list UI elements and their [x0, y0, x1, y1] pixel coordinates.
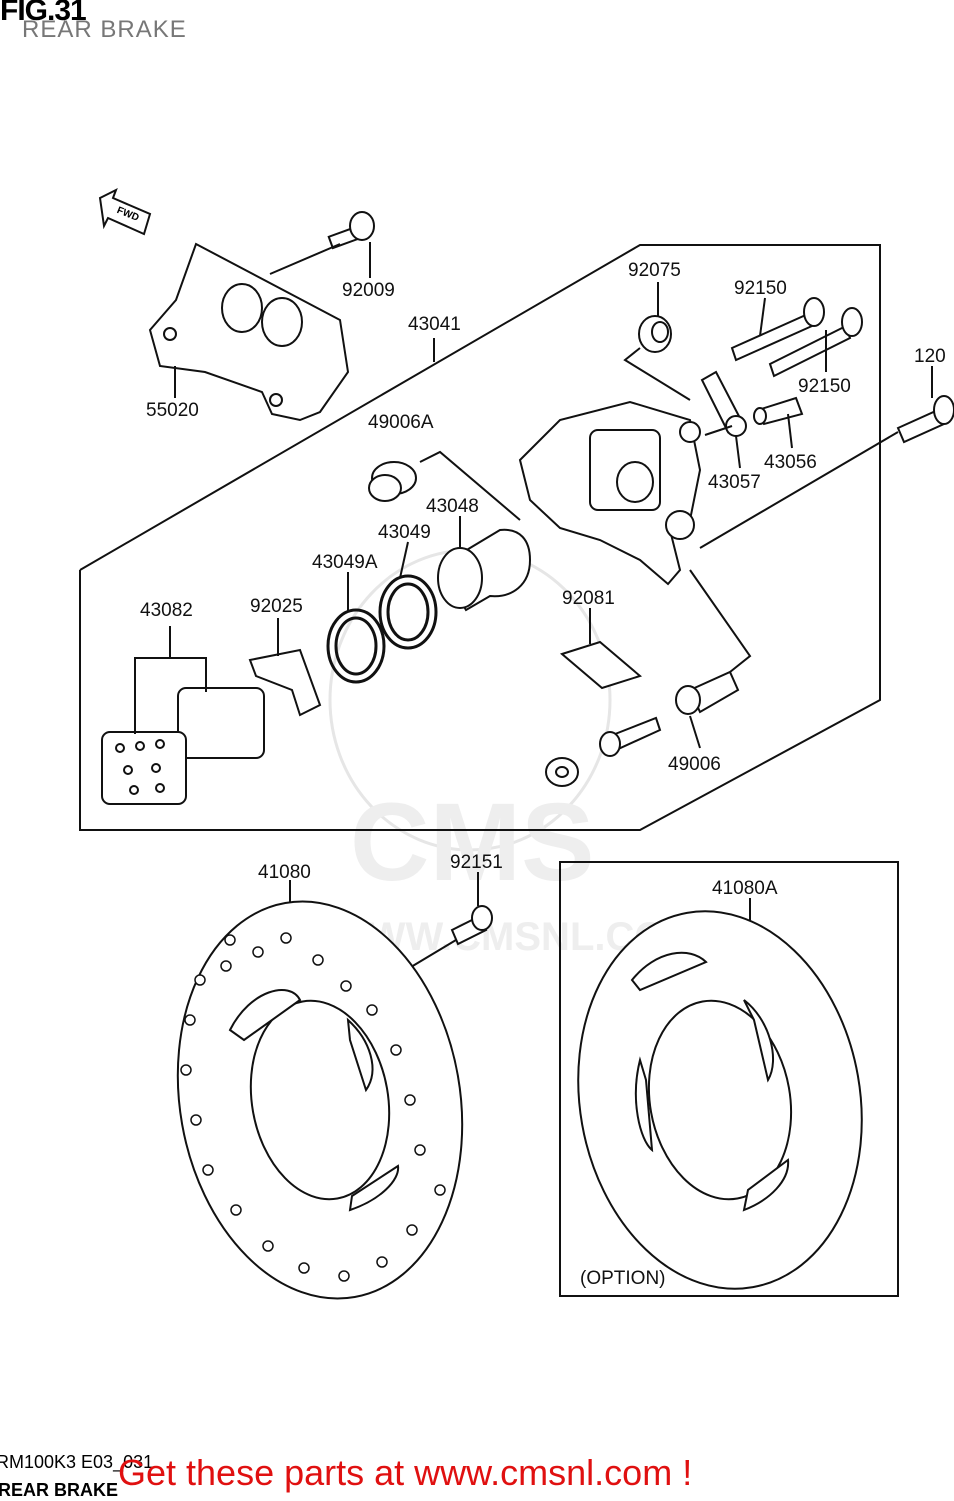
- sleeve-49006: [675, 670, 740, 715]
- option-box: [559, 861, 899, 1297]
- part-labels: 92009 55020 43041 92075 92150 92150 120 …: [140, 260, 946, 1289]
- bolt-92151: [450, 905, 493, 946]
- callout-43048: 43048: [426, 496, 479, 517]
- brake-disc-41080: [176, 900, 464, 1300]
- callout-49006a: 49006A: [368, 412, 434, 433]
- callout-43049: 43049: [378, 522, 431, 543]
- bleeder-valve-43056: [753, 396, 804, 426]
- callout-92025: 92025: [250, 596, 303, 617]
- callout-92075: 92075: [628, 260, 681, 281]
- callout-92081: 92081: [562, 588, 615, 609]
- disc-holes: [180, 932, 446, 1282]
- bolt-92009: [327, 211, 375, 250]
- callout-120: 120: [914, 346, 946, 367]
- watermark-brand: CMS: [350, 781, 594, 904]
- callout-55020: 55020: [146, 400, 199, 421]
- bolt-120: [896, 395, 954, 444]
- pin-92150-a: [730, 297, 825, 362]
- pin-92150-b: [768, 307, 863, 378]
- callout-92150-top: 92150: [734, 278, 787, 299]
- callout-41080a: 41080A: [712, 878, 778, 899]
- callout-92151: 92151: [450, 852, 503, 873]
- option-label: (OPTION): [580, 1268, 666, 1289]
- pad-spring-92025: [248, 648, 322, 717]
- promo-link[interactable]: Get these parts at www.cmsnl.com !: [118, 1452, 693, 1493]
- callout-43041: 43041: [408, 314, 461, 335]
- callout-43082: 43082: [140, 600, 193, 621]
- piston-43048: [437, 528, 532, 612]
- caliper-body: [518, 400, 702, 586]
- boot-49006a: [368, 461, 417, 502]
- callout-43056: 43056: [764, 452, 817, 473]
- callout-41080: 41080: [258, 862, 311, 883]
- callout-43057: 43057: [708, 472, 761, 493]
- diagram-reference-code: RM100K3 E03_031: [0, 1452, 154, 1472]
- caliper-bracket: [148, 242, 350, 422]
- pin-bolt: [599, 716, 662, 757]
- leader-lines: [174, 242, 933, 977]
- figure-title: REAR BRAKE: [22, 16, 187, 43]
- fwd-arrow-icon: FWD: [98, 187, 152, 236]
- figure-number: FIG.31: [0, 0, 87, 27]
- callout-92150-bottom: 92150: [798, 376, 851, 397]
- callout-43049a: 43049A: [312, 552, 378, 573]
- link-43057: [700, 370, 747, 437]
- callout-92009: 92009: [342, 280, 395, 301]
- callout-49006: 49006: [668, 754, 721, 775]
- seal-43049a: [326, 608, 386, 684]
- washer: [545, 757, 579, 787]
- assembly-outline: [79, 244, 881, 831]
- bleeder-cap-92075: [638, 315, 672, 353]
- brake-disc-41080a: [577, 910, 863, 1290]
- diagram-reference-name: REAR BRAKE: [0, 1480, 119, 1500]
- pad-retainer-92081: [559, 640, 643, 690]
- seal-43049: [378, 574, 438, 650]
- brake-pads-43082: [101, 687, 265, 805]
- watermark: CMS WWW.CMSNL.COM: [328, 548, 699, 959]
